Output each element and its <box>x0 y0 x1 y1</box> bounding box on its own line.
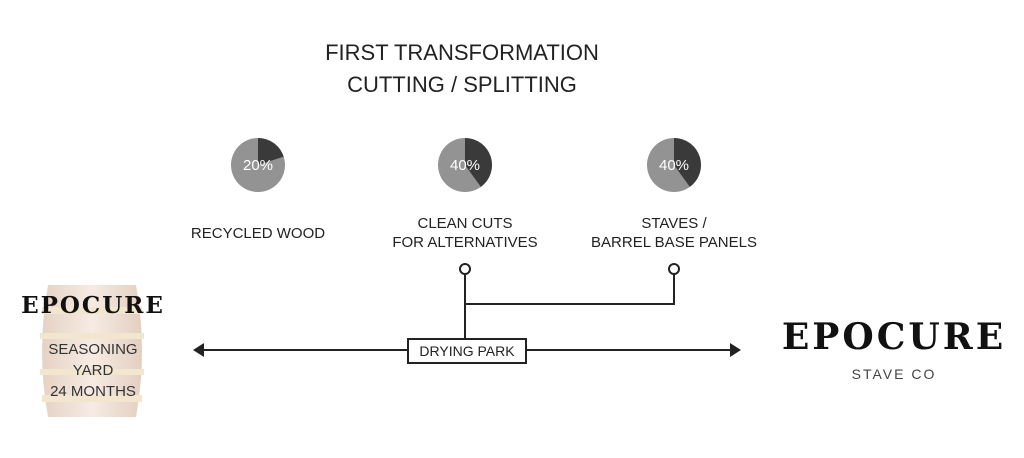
node-clean-cuts <box>459 263 471 275</box>
brand-subtitle: STAVE CO <box>851 366 937 382</box>
node-staves <box>668 263 680 275</box>
arrow-right-icon <box>730 343 741 357</box>
pie-slice-2 <box>465 138 492 187</box>
title-line-1: FIRST TRANSFORMATION <box>325 40 599 65</box>
barrel-text-1: SEASONING <box>48 341 138 358</box>
label-line: CLEAN CUTS <box>417 215 513 232</box>
barrel-text-2: YARD <box>72 362 114 379</box>
pie-slice-3 <box>674 138 701 187</box>
barrel-icon <box>40 285 144 417</box>
brand-logo: EPOCURE <box>781 316 1007 358</box>
label-line: STAVES / <box>641 215 707 232</box>
barrel-logo: EPOCURE <box>21 292 165 319</box>
title-line-2: CUTTING / SPLITTING <box>347 72 577 97</box>
label-clean-cuts: CLEAN CUTS FOR ALTERNATIVES <box>375 214 555 252</box>
label-line: BARREL BASE PANELS <box>591 234 757 251</box>
drying-park-box: DRYING PARK <box>407 338 527 364</box>
pie-label-1: 20% <box>242 157 274 174</box>
barrel-text-3: 24 MONTHS <box>50 383 136 400</box>
label-recycled-wood: RECYCLED WOOD <box>190 225 326 242</box>
pie-label-3: 40% <box>658 157 690 174</box>
pie-slice-1 <box>258 138 284 165</box>
label-staves: STAVES / BARREL BASE PANELS <box>584 214 764 252</box>
label-line: FOR ALTERNATIVES <box>392 234 538 251</box>
pie-label-2: 40% <box>449 157 481 174</box>
arrow-left-icon <box>193 343 204 357</box>
